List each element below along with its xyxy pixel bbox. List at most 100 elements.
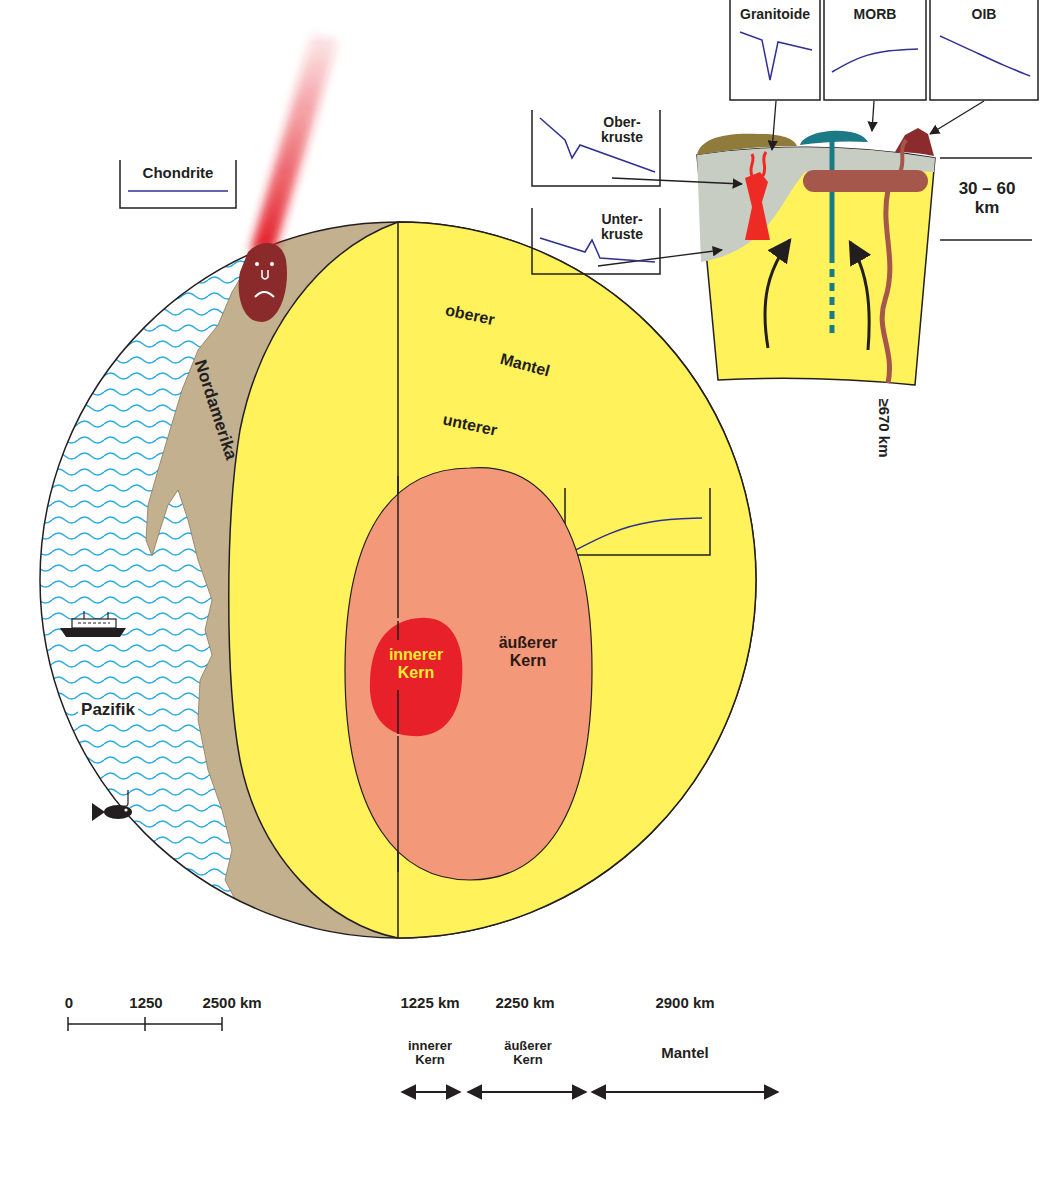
crust-block bbox=[940, 157, 1032, 159]
ship-icon bbox=[60, 628, 126, 637]
node-text: Chondrite bbox=[143, 165, 214, 182]
volcanic-rock-face bbox=[262, 270, 268, 279]
ree-pattern-line bbox=[740, 32, 812, 80]
layer-label: innerer Kern bbox=[408, 1039, 452, 1068]
crust-block bbox=[763, 152, 766, 176]
volcanic-rock-face bbox=[255, 292, 274, 297]
ree-chart-box: MORB bbox=[824, 0, 926, 100]
crust-block bbox=[751, 154, 753, 176]
crust-block bbox=[697, 128, 1032, 385]
crust-block bbox=[697, 134, 797, 155]
ree-chart-box: Granitoide bbox=[730, 0, 820, 100]
chart-frame bbox=[930, 0, 1038, 100]
volcanic-rock-face bbox=[239, 243, 287, 322]
layer-label: äußerer Kern bbox=[504, 1039, 552, 1068]
leader-arrow bbox=[772, 101, 776, 150]
ship-icon bbox=[72, 619, 116, 628]
outer-core: äußerer Kern innerer Kern bbox=[345, 465, 593, 883]
ree-pattern-line bbox=[832, 49, 918, 72]
crust-block bbox=[850, 242, 869, 350]
dimension-arrow bbox=[592, 1091, 778, 1093]
scale-bar bbox=[68, 1017, 222, 1031]
outer-core-shape bbox=[345, 468, 592, 880]
chart-frame bbox=[120, 160, 236, 208]
section-line bbox=[397, 476, 399, 618]
mantle-region: obererManteluntereräußerer Kerninnerer K… bbox=[40, 222, 756, 938]
crust-block bbox=[830, 255, 835, 335]
leader-arrow bbox=[598, 101, 984, 266]
scale-label: 0 bbox=[65, 995, 73, 1012]
layer-label: Mantel bbox=[661, 1045, 709, 1062]
volcano-plume bbox=[250, 34, 338, 252]
node-text: MORB bbox=[854, 7, 897, 22]
ship-icon bbox=[78, 623, 110, 624]
dimension-label: ≥670 km bbox=[876, 398, 893, 457]
node-text: OIB bbox=[972, 7, 997, 22]
volcano-plume bbox=[250, 34, 338, 252]
scale-bar bbox=[221, 1017, 223, 1031]
leader-arrow bbox=[930, 101, 984, 134]
crust-block bbox=[830, 140, 835, 255]
ree-pattern-line bbox=[940, 36, 1030, 76]
node-outline bbox=[532, 110, 660, 186]
fish-icon bbox=[104, 805, 132, 819]
dimension-label: 2250 km bbox=[495, 995, 554, 1012]
node-text: Ober- kruste bbox=[601, 115, 643, 146]
chart-frame bbox=[565, 488, 710, 555]
dimension-label: 2900 km bbox=[655, 995, 714, 1012]
region-label: Nordamerika bbox=[190, 358, 240, 463]
volcanic-rock-face bbox=[270, 262, 274, 266]
ree-chart-box: Unter- kruste bbox=[532, 208, 660, 274]
leader-arrow bbox=[872, 101, 874, 131]
ree-chart-box: Chondrite bbox=[120, 160, 236, 208]
globe-surface bbox=[40, 222, 756, 938]
dimension-label: 30 – 60 km bbox=[951, 180, 1023, 217]
crust-block bbox=[882, 190, 890, 383]
volcanic-rock-face bbox=[239, 243, 287, 322]
scale-label: 1250 bbox=[129, 995, 162, 1012]
section-line bbox=[397, 621, 399, 640]
scale-bar bbox=[67, 1017, 69, 1031]
ree-pattern-line bbox=[572, 518, 702, 552]
node-text: äußerer Kern bbox=[499, 634, 558, 669]
inner-core: innerer Kern bbox=[367, 615, 465, 739]
globe-surface bbox=[40, 222, 756, 938]
dimension-arrow bbox=[468, 1091, 586, 1093]
ree-pattern-line bbox=[128, 190, 228, 192]
dimension-arrow bbox=[402, 1091, 778, 1093]
mantle-shape bbox=[229, 222, 756, 938]
scale-label: 2500 km bbox=[202, 995, 261, 1012]
chart-frame bbox=[532, 208, 660, 274]
crust-block bbox=[745, 172, 770, 240]
region-label: Pazifik bbox=[78, 700, 138, 721]
ship-icon bbox=[60, 611, 126, 637]
section-line bbox=[397, 736, 399, 872]
leader-arrow bbox=[612, 178, 742, 184]
ship-icon bbox=[83, 611, 84, 619]
crust-block bbox=[940, 239, 1032, 241]
volcanic-rock-face bbox=[255, 262, 259, 266]
chart-frame bbox=[532, 110, 660, 186]
fish-icon bbox=[92, 803, 105, 821]
crust-block bbox=[803, 170, 928, 192]
scale-bar bbox=[144, 1017, 146, 1031]
chart-frame bbox=[730, 0, 820, 100]
ree-chart-box: OIB bbox=[930, 0, 1038, 100]
fish-icon bbox=[124, 790, 128, 806]
section-line bbox=[397, 222, 399, 938]
crust-block bbox=[697, 147, 935, 385]
section-line bbox=[397, 690, 399, 734]
node-text: Granitoide bbox=[740, 7, 810, 22]
dimension-label: 1225 km bbox=[400, 995, 459, 1012]
node-text: Unter- kruste bbox=[601, 212, 643, 243]
ree-chart-box: Ober- kruste bbox=[532, 110, 660, 186]
crust-block bbox=[765, 240, 790, 348]
fish-icon bbox=[92, 790, 132, 821]
inner-core-shape bbox=[370, 618, 463, 736]
ship-icon bbox=[107, 612, 108, 619]
chart-frame bbox=[824, 0, 926, 100]
globe-surface bbox=[40, 222, 756, 945]
crust-block bbox=[697, 147, 935, 262]
dimension-arrow bbox=[402, 1091, 460, 1093]
